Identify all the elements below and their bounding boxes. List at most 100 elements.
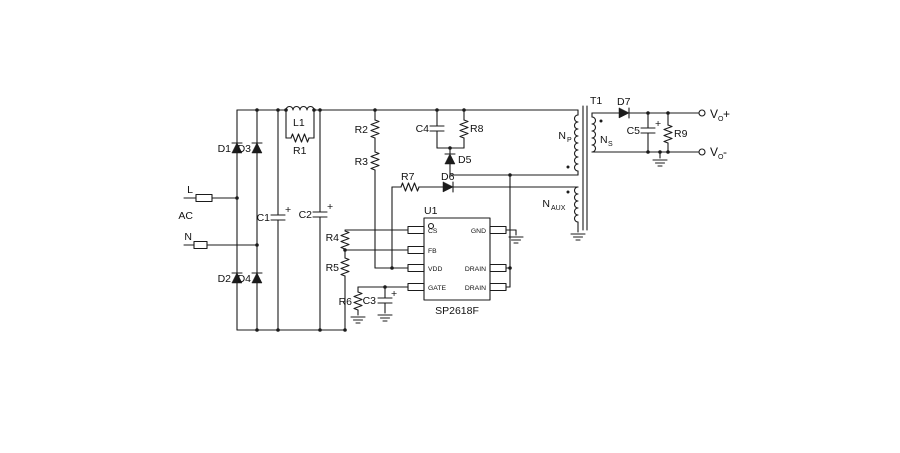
label-ns-sub: S (608, 141, 613, 148)
label-u1: U1 (424, 205, 438, 217)
label-line: L (187, 184, 193, 196)
label-vo-minus: V (710, 145, 718, 159)
gnd-symbol-r6 (350, 316, 366, 324)
label-d2: D2 (218, 273, 232, 285)
c3-polarity: + (391, 288, 397, 300)
transformer: T1 N P N S N AUX (542, 95, 613, 241)
pin1-marker (427, 222, 435, 230)
label-naux-sub: AUX (551, 205, 566, 212)
pin-cs (407, 225, 425, 235)
inductor-l1 (285, 105, 315, 111)
controller-ic: CS FB VDD GATE GND DRAIN DRAIN U1 SP2618… (407, 205, 524, 317)
resistor-r6 (353, 291, 363, 311)
label-r7: R7 (401, 171, 415, 183)
label-r1: R1 (293, 145, 307, 157)
gnd-symbol-naux (570, 233, 586, 241)
gnd-symbol-c3 (377, 314, 393, 322)
capacitor-c2 (312, 211, 328, 218)
snubber-network: C4 R8 D5 (416, 108, 484, 176)
phase-dot-ns (599, 119, 603, 123)
c1-polarity: + (285, 204, 291, 216)
diode-d3 (251, 142, 263, 154)
label-d6: D6 (441, 171, 455, 183)
fuse-symbol (195, 193, 213, 203)
pin-fb (407, 245, 425, 255)
label-c1: C1 (257, 212, 271, 224)
label-c5: C5 (627, 125, 641, 137)
ic-body (423, 217, 491, 301)
label-ac: AC (178, 210, 193, 222)
label-neutral: N (184, 231, 192, 243)
resistor-r9 (663, 124, 673, 144)
diode-d4 (251, 272, 263, 284)
resistor-r1 (290, 133, 310, 143)
c5-polarity: + (655, 118, 661, 130)
label-np-sub: P (567, 137, 572, 144)
bridge-rectifier: D1 D3 D2 D4 (218, 142, 263, 285)
pin-label-drain1: DRAIN (465, 266, 486, 273)
diode-d5 (444, 153, 456, 165)
pin-label-fb: FB (428, 248, 437, 255)
aux-supply: R7 D6 (390, 171, 579, 270)
label-r6: R6 (339, 296, 353, 308)
label-c4: C4 (416, 123, 430, 135)
capacitor-c4 (429, 125, 445, 132)
c2-polarity: + (327, 201, 333, 213)
label-r5: R5 (326, 262, 340, 274)
label-naux: N (542, 198, 550, 210)
pin-drain2 (489, 282, 507, 292)
terminal-vo-plus (698, 109, 706, 117)
label-d3: D3 (238, 143, 252, 155)
secondary-winding-ns (591, 116, 597, 153)
aux-winding-naux (573, 186, 579, 223)
phase-dot-np (566, 165, 570, 169)
pin-label-gnd: GND (471, 228, 486, 235)
resistor-r4 (340, 230, 350, 250)
label-d5: D5 (458, 154, 472, 166)
label-ic-part: SP2618F (435, 305, 479, 317)
power-rails (236, 108, 579, 332)
label-c3: C3 (363, 295, 377, 307)
feedback-network: R4 R5 R6 C3 + (326, 229, 409, 332)
resistor-r7 (400, 182, 420, 192)
label-d4: D4 (238, 273, 252, 285)
pin-drain1 (489, 263, 507, 273)
pin-label-cs: CS (428, 228, 438, 235)
startup-resistors: R2 R3 (355, 108, 409, 269)
label-vo-minus-sign: - (723, 145, 727, 159)
resistor-r5 (340, 257, 350, 277)
phase-dot-naux (566, 190, 570, 194)
label-d7: D7 (617, 96, 631, 108)
label-t1: T1 (590, 95, 602, 107)
label-np: N (558, 130, 566, 142)
label-r2: R2 (355, 124, 369, 136)
pin-label-drain2: DRAIN (465, 285, 486, 292)
label-r3: R3 (355, 156, 369, 168)
primary-winding-np (573, 114, 579, 172)
label-vo-plus-sub: O (718, 116, 724, 123)
ac-input: L AC N (178, 184, 259, 250)
resistor-r8 (459, 119, 469, 139)
label-r8: R8 (470, 123, 484, 135)
pin-gate (407, 282, 425, 292)
label-r4: R4 (326, 232, 340, 244)
gnd-symbol-output (652, 159, 668, 167)
resistor-r2 (370, 119, 380, 139)
capacitor-c5 (640, 127, 656, 134)
label-l1: L1 (293, 117, 305, 129)
pin-label-gate: GATE (428, 285, 446, 292)
label-r9: R9 (674, 128, 688, 140)
gnd-symbol-ic (508, 236, 524, 244)
pin-vdd (407, 263, 425, 273)
neutral-terminal-symbol (193, 240, 208, 250)
output-stage: D7 C5 + R9 V O + V O - (591, 96, 730, 167)
label-d1: D1 (218, 143, 232, 155)
drain-net (449, 170, 579, 288)
input-filter: C1 + L1 R1 C2 + (257, 105, 333, 332)
capacitor-c3 (377, 297, 393, 304)
label-ns: N (600, 134, 608, 146)
diode-d7 (618, 107, 630, 119)
pin-label-vdd: VDD (428, 266, 442, 273)
resistor-r3 (370, 151, 380, 171)
